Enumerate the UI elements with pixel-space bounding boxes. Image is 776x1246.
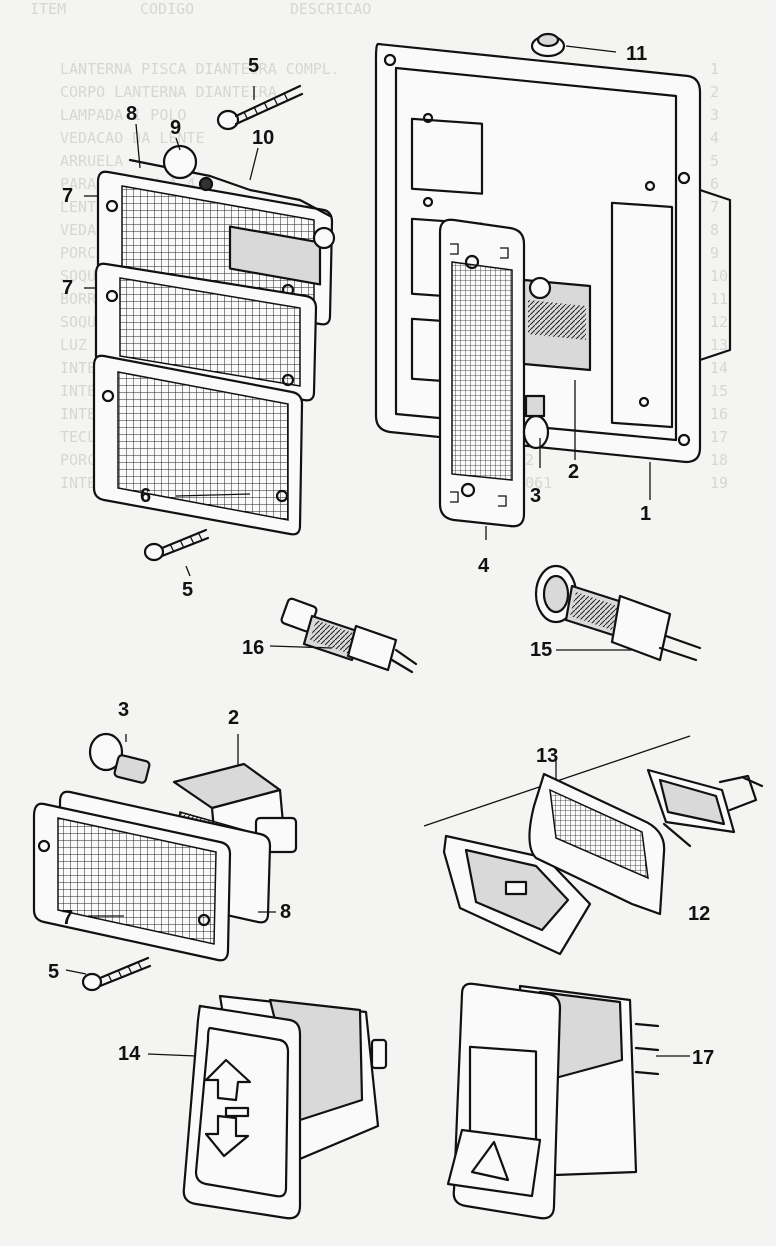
- listing-cell: LENTE: [60, 198, 105, 216]
- listing-cell: 1: [710, 60, 719, 78]
- listing-cell: 18: [710, 451, 728, 469]
- callout-2-mid: 2: [228, 707, 239, 729]
- lamp-housing: [522, 276, 592, 450]
- callout-7-b: 7: [62, 277, 73, 299]
- callout-5-bottom: 5: [182, 579, 193, 601]
- callout-5-top: 5: [248, 55, 259, 77]
- listing-cell: 5: [710, 152, 719, 170]
- listing-cell: LAMPADA 1 POLO: [60, 106, 186, 124]
- listing-cell: 10: [710, 267, 728, 285]
- callout-3-mid: 3: [118, 699, 129, 721]
- listing-cell: VEDACAO DA LENTE: [60, 129, 205, 147]
- rocker-switch: 17: [446, 982, 714, 1220]
- screw-bottom: [143, 528, 210, 562]
- callout-8-mid: 8: [280, 901, 291, 923]
- door-switch: 15: [530, 564, 702, 662]
- lens-mounted: [438, 218, 526, 528]
- listing-cell: CORPO LANTERNA DIANTEIRA: [60, 83, 277, 101]
- listing-cell: 4: [710, 129, 719, 147]
- lens-bottom: [92, 354, 304, 536]
- listing-header: ITEM: [30, 0, 66, 18]
- leader-lines-top: [84, 45, 651, 577]
- callout-3-top: 3: [530, 485, 541, 507]
- listing-cell: 16: [710, 405, 728, 423]
- callout-12: 12: [688, 903, 710, 925]
- brake-light-switch: 16: [242, 597, 418, 674]
- courtesy-light-exploded: 13 12: [423, 735, 764, 956]
- listing-cell: LANTERNA PISCA DIANTEIRA COMPL.: [60, 60, 340, 78]
- listing-cell: 17: [710, 428, 728, 446]
- listing-cell: 11: [710, 290, 728, 308]
- listing-cell: 9: [710, 244, 719, 262]
- callout-10: 10: [252, 127, 274, 149]
- listing-cell: 3: [710, 106, 719, 124]
- screw-top: [216, 84, 304, 131]
- mounting-frame: [374, 42, 732, 464]
- listing-cell: 15: [710, 382, 728, 400]
- callout-15: 15: [530, 639, 552, 661]
- callout-17: 17: [692, 1047, 714, 1069]
- listing-cell: 13: [710, 336, 728, 354]
- callout-9: 9: [170, 117, 181, 139]
- listing-cell: 12: [710, 313, 728, 331]
- lamp-exploded-view: 3 2 7 8 5: [32, 699, 298, 992]
- callout-11: 11: [626, 43, 647, 65]
- callout-7-mid: 7: [62, 907, 73, 929]
- listing-cell: PORCA: [60, 244, 105, 262]
- window-rocker-switch: 14: [118, 994, 388, 1220]
- callout-8-top: 8: [126, 103, 137, 125]
- callout-5-mid: 5: [48, 961, 59, 983]
- svg-text:DESCRICAO: DESCRICAO: [290, 0, 371, 18]
- callout-13: 13: [536, 745, 558, 767]
- callout-1: 1: [640, 503, 651, 525]
- callout-7-a: 7: [62, 185, 73, 207]
- callout-2-top: 2: [568, 461, 579, 483]
- listing-cell: 6: [710, 175, 719, 193]
- rubber-grommet: [530, 32, 566, 58]
- listing-cell: 2: [710, 83, 719, 101]
- svg-text:CODIGO: CODIGO: [140, 0, 194, 18]
- callout-14: 14: [118, 1043, 141, 1065]
- callout-16: 16: [242, 637, 264, 659]
- dome-light-assembly: 11 5 8 9 10 7 7 6 5 2 3 4: [62, 32, 732, 601]
- listing-cell: 19: [710, 474, 728, 492]
- listing-cell: 8: [710, 221, 719, 239]
- lens-top: [96, 144, 336, 326]
- listing-cell: 14: [710, 359, 728, 377]
- listing-cell: 7: [710, 198, 719, 216]
- callout-4: 4: [478, 555, 490, 577]
- listing-cell: ARRUELA: [60, 152, 123, 170]
- callout-6: 6: [140, 485, 151, 507]
